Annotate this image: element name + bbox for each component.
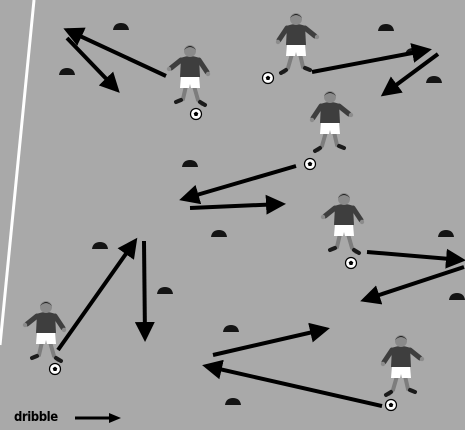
legend: dribble xyxy=(14,410,123,425)
soccer-ball-icon xyxy=(191,109,202,120)
soccer-ball-icon xyxy=(305,159,316,170)
legend-label: dribble xyxy=(14,410,58,425)
arrow-right-icon xyxy=(73,412,123,424)
dribble-arrow xyxy=(144,241,145,338)
soccer-ball-icon xyxy=(50,364,61,375)
soccer-ball-icon xyxy=(346,258,357,269)
soccer-ball-icon xyxy=(263,73,274,84)
soccer-ball-icon xyxy=(386,400,397,411)
